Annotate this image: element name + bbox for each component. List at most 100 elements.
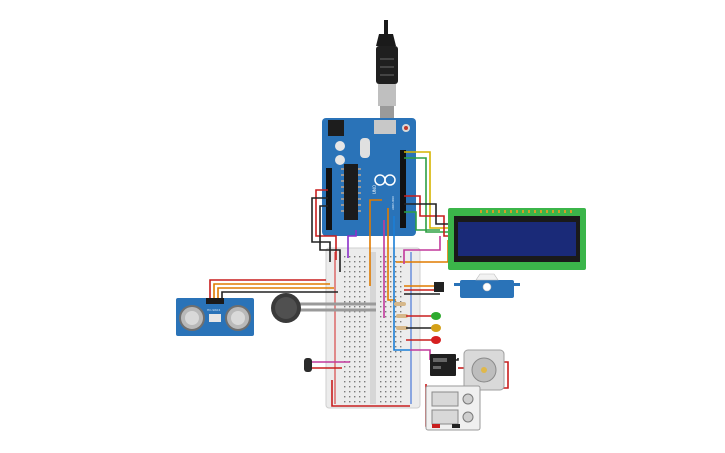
lcd-pin (540, 210, 542, 213)
breadboard-hole (359, 361, 361, 363)
breadboard-hole (349, 351, 351, 353)
motor-icon (463, 349, 505, 391)
breadboard-hole (349, 381, 351, 383)
breadboard-hole (344, 311, 346, 313)
breadboard-hole (385, 331, 387, 333)
breadboard-hole (395, 281, 397, 283)
breadboard-hole (349, 276, 351, 278)
breadboard-hole (385, 261, 387, 263)
breadboard-hole (380, 261, 382, 263)
breadboard-hole (400, 371, 402, 373)
breadboard-hole (364, 356, 366, 358)
breadboard-hole (400, 391, 402, 393)
breadboard-hole (380, 311, 382, 313)
breadboard-hole (344, 376, 346, 378)
breadboard-hole (380, 286, 382, 288)
breadboard-hole (354, 381, 356, 383)
breadboard-hole (344, 331, 346, 333)
breadboard-hole (349, 301, 351, 303)
lcd-pin (558, 210, 560, 213)
breadboard-hole (349, 336, 351, 338)
breadboard-hole (359, 311, 361, 313)
breadboard-hole (390, 331, 392, 333)
breadboard-hole (400, 271, 402, 273)
breadboard-hole (344, 321, 346, 323)
breadboard-hole (390, 376, 392, 378)
breadboard-hole (359, 371, 361, 373)
breadboard-hole (344, 351, 346, 353)
breadboard-hole (395, 276, 397, 278)
breadboard-hole (390, 321, 392, 323)
breadboard-hole (359, 256, 361, 258)
breadboard-hole (400, 266, 402, 268)
breadboard-hole (400, 361, 402, 363)
breadboard-hole (385, 276, 387, 278)
breadboard-hole (390, 256, 392, 258)
breadboard-hole (400, 301, 402, 303)
breadboard-hole (359, 376, 361, 378)
breadboard-hole (344, 346, 346, 348)
arduino-uno-board: UNO ARDUINO (322, 118, 416, 236)
breadboard-hole (385, 396, 387, 398)
arduino-board-label: UNO (372, 185, 377, 194)
breadboard-hole (354, 401, 356, 403)
arduino-brand-label: ARDUINO (391, 195, 395, 210)
breadboard-hole (349, 316, 351, 318)
breadboard-hole (395, 256, 397, 258)
breadboard-hole (354, 371, 356, 373)
breadboard-hole (354, 296, 356, 298)
lcd-pin (564, 210, 566, 213)
breadboard-hole (359, 271, 361, 273)
breadboard-hole (364, 341, 366, 343)
breadboard-hole (380, 266, 382, 268)
lcd-pin (522, 210, 524, 213)
breadboard-hole (400, 331, 402, 333)
breadboard-hole (395, 326, 397, 328)
breadboard-hole (390, 316, 392, 318)
breadboard-hole (380, 291, 382, 293)
breadboard-hole (385, 376, 387, 378)
breadboard-hole (354, 291, 356, 293)
breadboard-hole (395, 296, 397, 298)
breadboard-hole (390, 386, 392, 388)
lcd-pin (510, 210, 512, 213)
breadboard-hole (354, 286, 356, 288)
breadboard-hole (364, 396, 366, 398)
breadboard-hole (344, 356, 346, 358)
led-icon (431, 336, 441, 344)
breadboard-hole (380, 396, 382, 398)
breadboard-hole (385, 401, 387, 403)
breadboard-hole (390, 296, 392, 298)
breadboard-hole (364, 351, 366, 353)
breadboard-hole (385, 321, 387, 323)
photoresistor (304, 358, 312, 372)
breadboard-hole (349, 281, 351, 283)
breadboard-hole (349, 346, 351, 348)
breadboard-hole (349, 321, 351, 323)
breadboard-hole (344, 256, 346, 258)
breadboard-hole (359, 296, 361, 298)
breadboard-hole (380, 366, 382, 368)
breadboard-hole (390, 336, 392, 338)
breadboard-hole (395, 381, 397, 383)
servo-motor (434, 273, 520, 298)
breadboard-hole (354, 271, 356, 273)
breadboard-hole (390, 371, 392, 373)
breadboard-hole (354, 316, 356, 318)
breadboard-hole (385, 366, 387, 368)
breadboard-hole (390, 381, 392, 383)
breadboard-hole (349, 396, 351, 398)
breadboard-hole (385, 316, 387, 318)
breadboard-hole (385, 311, 387, 313)
breadboard-hole (395, 336, 397, 338)
breadboard-hole (364, 336, 366, 338)
breadboard-hole (400, 256, 402, 258)
breadboard-hole (380, 341, 382, 343)
breadboard-hole (400, 346, 402, 348)
breadboard-hole (385, 341, 387, 343)
breadboard-hole (395, 271, 397, 273)
breadboard-hole (390, 311, 392, 313)
lcd-pin (528, 210, 530, 213)
lcd-pin (486, 210, 488, 213)
breadboard-hole (359, 306, 361, 308)
